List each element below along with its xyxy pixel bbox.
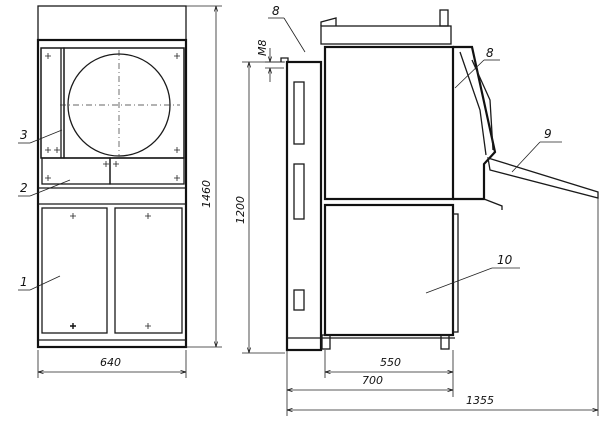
callout-10: 10 [497, 253, 513, 267]
dim-1460-label: 1460 [200, 180, 213, 208]
lower-left-panel [41, 157, 111, 185]
callout-3: 3 [20, 128, 28, 142]
dim-700-label: 700 [362, 374, 383, 387]
screen-panel [63, 47, 185, 159]
rear-wall [285, 60, 323, 352]
callout-2-leader [29, 179, 71, 197]
front-foot [440, 334, 450, 350]
callout-1-leader [29, 275, 61, 291]
front-view: 3 2 1 640 1460 [18, 5, 222, 378]
rear-foot [321, 334, 331, 350]
callout-9-leader [511, 141, 541, 173]
top-post [439, 9, 449, 27]
front-body-outline [36, 38, 188, 349]
desk-support [483, 198, 503, 210]
front-right-door [114, 207, 183, 334]
dim-640-label: 640 [100, 356, 121, 369]
monitor-glass-curve [471, 59, 494, 151]
callout-8b: 8 [486, 46, 494, 60]
lower-door-edge [452, 213, 459, 333]
dim-1355-label: 1355 [466, 394, 494, 407]
rear-vent-2 [293, 163, 305, 220]
callout-9: 9 [544, 127, 552, 141]
rear-top-bracket [280, 57, 289, 62]
rear-vent-1 [293, 81, 305, 145]
callout-8a-leader [283, 17, 306, 53]
front-top-cap [37, 5, 187, 41]
callout-3-leader [29, 129, 63, 144]
callout-1: 1 [20, 275, 28, 289]
side-view: 8 8 9 10 М8 1200 550 700 [234, 4, 599, 416]
dim-gap-label: М8 [256, 40, 269, 57]
upper-panel-frame [40, 47, 185, 159]
lower-right-panel [109, 157, 185, 185]
upper-compartment [323, 45, 455, 201]
lower-compartment [323, 203, 455, 337]
screw-marks [45, 53, 180, 329]
callout-8b-leader [454, 59, 485, 89]
callout-8a: 8 [272, 4, 280, 18]
dim-1200-label: 1200 [234, 196, 247, 224]
callout-10-leader [425, 267, 493, 294]
top-rear-lip [320, 17, 337, 26]
rear-vent-3 [293, 289, 305, 311]
sloped-desk [487, 157, 599, 199]
monitor-bezel-line [459, 51, 487, 156]
callout-2: 2 [20, 181, 28, 195]
front-left-door [41, 207, 108, 334]
dim-550-label: 550 [380, 356, 401, 369]
top-plate [320, 25, 452, 45]
